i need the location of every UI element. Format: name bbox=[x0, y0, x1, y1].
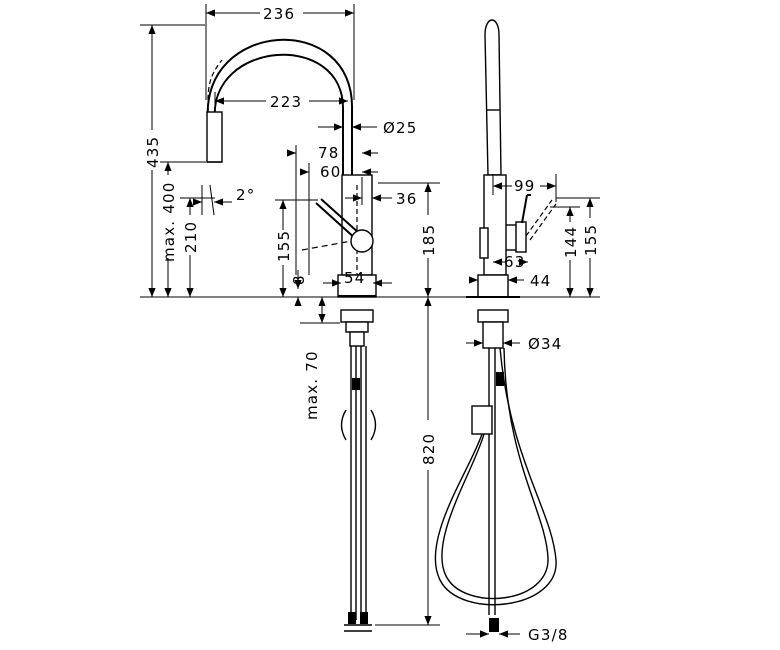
side-view bbox=[360, 19, 600, 632]
dim-dia-25: Ø25 bbox=[383, 119, 418, 137]
dim-thread-g38: G3/8 bbox=[528, 626, 569, 644]
handle-knob bbox=[350, 229, 374, 253]
dim-155-left: 155 bbox=[275, 230, 293, 262]
dim-54: 54 bbox=[344, 269, 366, 287]
dim-63: 63 bbox=[504, 253, 526, 271]
dim-185: 185 bbox=[420, 224, 438, 256]
spout bbox=[206, 38, 354, 121]
dim-44: 44 bbox=[530, 272, 552, 290]
dim-155-right: 155 bbox=[582, 224, 600, 256]
dim-99: 99 bbox=[514, 177, 536, 195]
dim-36: 36 bbox=[396, 190, 418, 208]
dim-dia-34: Ø34 bbox=[528, 335, 563, 353]
dim-8: 8 bbox=[290, 274, 308, 285]
front-dimensions: 236 223 Ø25 78 60 36 435 bbox=[140, 4, 440, 626]
dim-78: 78 bbox=[318, 144, 340, 162]
dim-144: 144 bbox=[562, 226, 580, 258]
side-spout bbox=[484, 19, 502, 176]
spray-head bbox=[206, 111, 223, 163]
front-view bbox=[140, 38, 440, 632]
dim-223: 223 bbox=[270, 93, 302, 111]
dim-60: 60 bbox=[320, 163, 342, 181]
dim-820: 820 bbox=[420, 433, 438, 465]
hose-loop bbox=[434, 347, 557, 606]
dim-max-400: max. 400 bbox=[160, 182, 178, 262]
dim-435: 435 bbox=[144, 136, 162, 168]
side-dimensions: 99 63 44 144 155 Ø34 G3/8 bbox=[466, 174, 600, 644]
dim-210: 210 bbox=[182, 221, 200, 253]
dim-angle-2: 2° bbox=[236, 186, 255, 204]
dim-236: 236 bbox=[263, 5, 295, 23]
dim-max-70: max. 70 bbox=[303, 350, 321, 420]
